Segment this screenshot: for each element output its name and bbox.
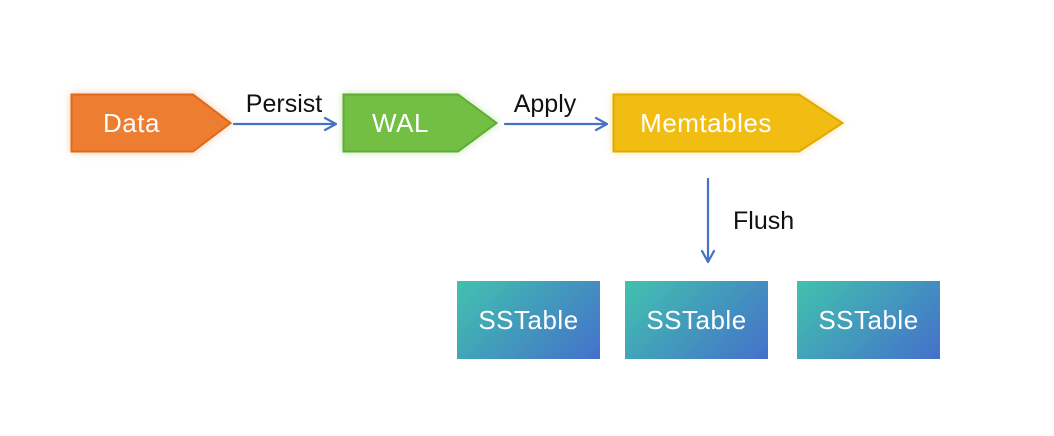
node-data: Data [70,93,233,153]
node-memtables: Memtables [612,93,845,153]
persist-arrow-icon [232,116,338,132]
data-chevron-polygon [70,93,233,153]
node-sstable-3-label: SSTable [818,304,919,335]
node-sstable-1-label: SSTable [478,304,579,335]
data-chevron-shape [70,93,233,153]
edge-label-apply: Apply [513,90,577,118]
memtables-chevron-polygon [612,93,845,153]
node-sstable-2: SSTable [625,281,768,359]
node-sstable-2-label: SSTable [646,304,747,335]
node-sstable-1: SSTable [457,281,600,359]
edge-label-flush: Flush [733,207,795,235]
apply-arrow-icon [503,116,609,132]
memtables-chevron-shape [612,93,845,153]
edge-label-persist: Persist [245,90,323,118]
flush-arrow-icon [700,177,716,264]
node-wal: WAL [342,93,499,153]
wal-chevron-polygon [342,93,499,153]
node-sstable-3: SSTable [797,281,940,359]
wal-chevron-shape [342,93,499,153]
